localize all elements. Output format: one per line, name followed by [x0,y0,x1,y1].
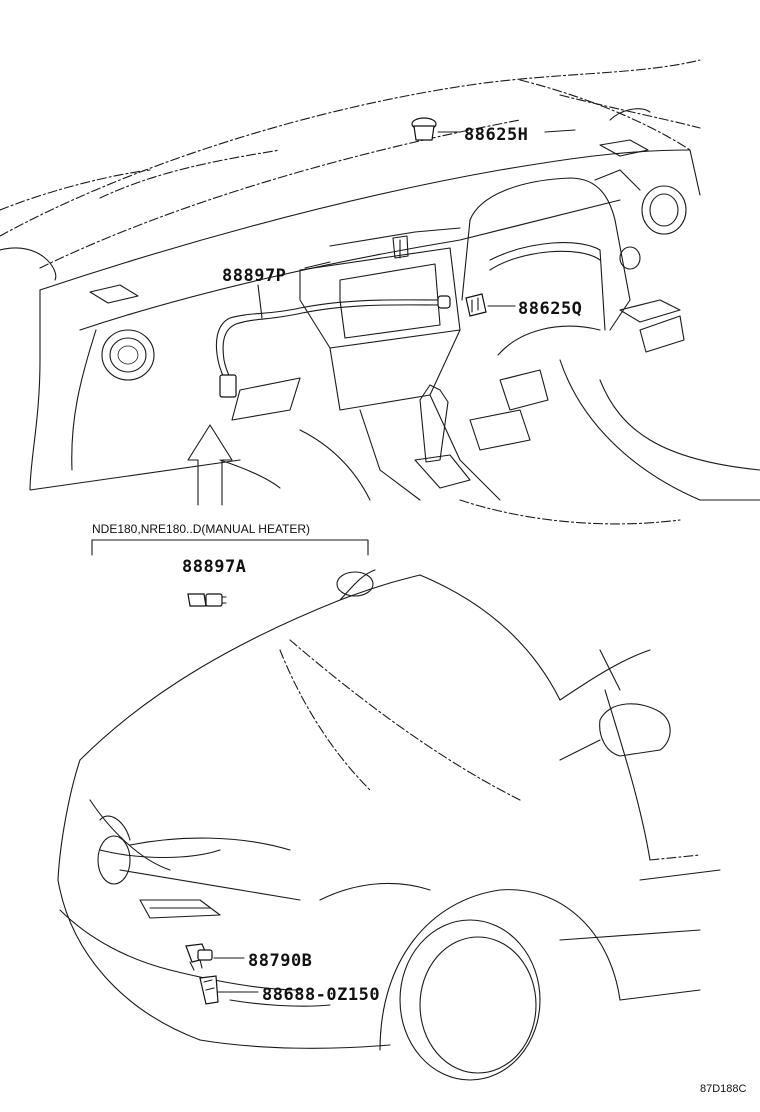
thermistor-part [187,593,227,607]
callout-88897A: 88897A [182,557,246,577]
vehicle-illustration [57,569,721,1081]
callout-88897P: 88897P [222,266,286,286]
room-temp-sensor-part [465,293,487,317]
leader-88625H-tail [544,129,576,133]
variant-note: NDE180,NRE180..D(MANUAL HEATER) [92,522,310,536]
ambient-sensor-part [185,943,213,971]
aspirator-hose-harness [215,295,451,398]
leader-88897P [257,284,263,319]
view-arrow-icon [187,424,233,506]
callout-88790B: 88790B [248,951,312,971]
dashboard-illustration [0,59,760,525]
callout-88625Q: 88625Q [518,299,582,319]
hose-clip [437,295,451,309]
figure-code: 87D188C [700,1083,747,1095]
solar-sensor-part [411,117,437,141]
callout-88688-0Z150: 88688-0Z150 [262,985,380,1005]
sensor-bracket-part [199,975,219,1005]
variant-bracket [91,539,369,556]
aspirator-connector [219,374,237,398]
callout-88625H: 88625H [464,125,528,145]
